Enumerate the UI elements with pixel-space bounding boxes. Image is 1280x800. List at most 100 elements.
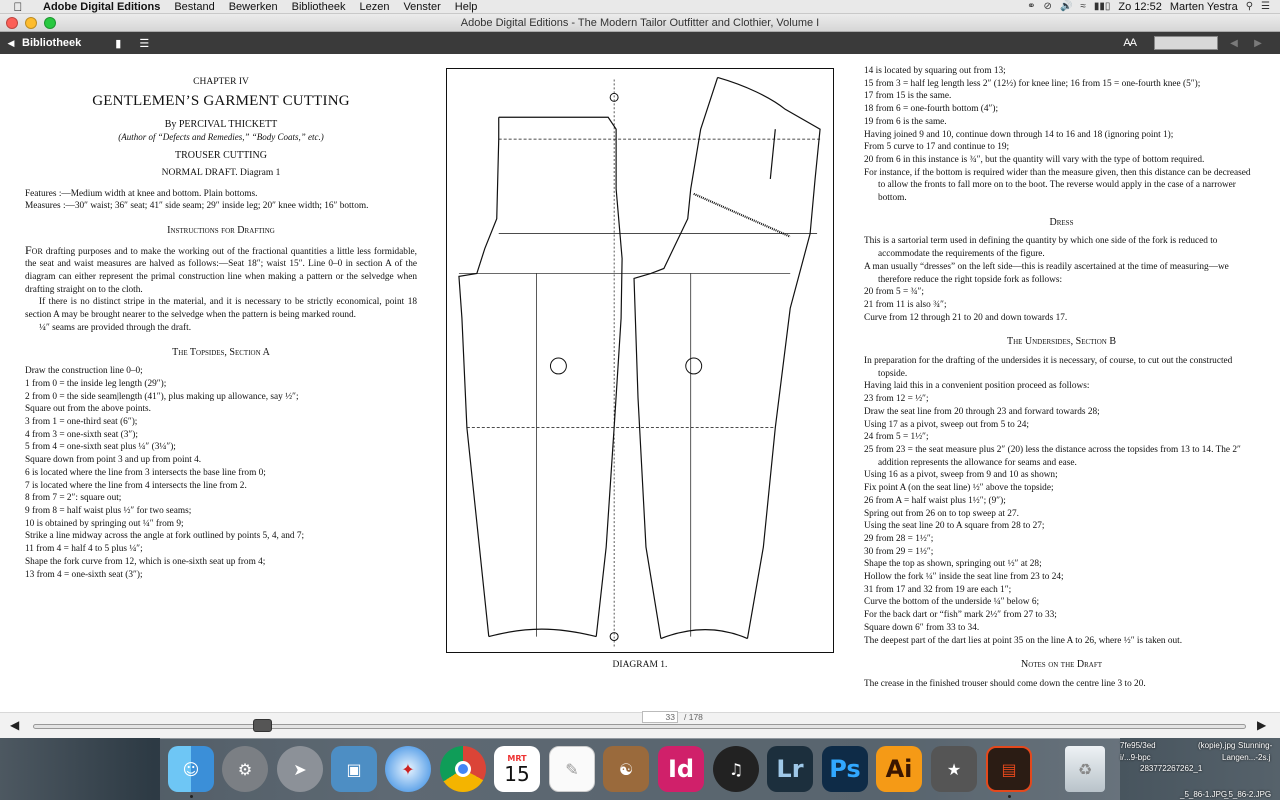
font-size-button[interactable]: AA [1123, 37, 1137, 49]
draft-step: Fix point A (on the seat line) ½″ above … [864, 483, 1054, 494]
back-to-library-icon[interactable]: ◀ [7, 37, 15, 48]
launchpad-icon[interactable]: ➤ [277, 746, 323, 792]
drop-cap: For [25, 242, 43, 257]
dashboard-icon[interactable]: ♫ [713, 746, 759, 792]
next-page-icon[interactable]: ▶ [1257, 718, 1267, 732]
spotlight-search-icon[interactable]: ⚲ [1245, 1, 1254, 12]
draft-step: Having joined 9 and 10, continue down th… [864, 129, 1174, 140]
apple-icon[interactable]:  [0, 0, 36, 14]
search-previous-icon[interactable]: ◀ [1230, 37, 1238, 49]
minimize-window-button[interactable] [25, 17, 37, 29]
page-slider-thumb[interactable] [253, 719, 273, 732]
page-slider-track[interactable] [33, 724, 1246, 729]
draft-step: 19 from 6 is the same. [864, 116, 947, 127]
draft-step: Square out from the above points. [25, 404, 151, 415]
menu-bewerken[interactable]: Bewerken [228, 0, 278, 13]
user-name[interactable]: Marten Yestra [1169, 0, 1238, 13]
draft-step: 6 is located where the line from 3 inter… [25, 467, 266, 478]
volume-icon[interactable]: 🔊 [1059, 1, 1073, 12]
status-area: ⚭ ⊘ 🔊 ≈ ▮▮▯ Zo 12:52 Marten Yestra ⚲ ☰ [1027, 1, 1280, 13]
desktop-file-label[interactable]: (kopie).jpg [1198, 741, 1236, 750]
draft-step: 20 from 6 in this instance is ¾″, but th… [864, 154, 1205, 165]
chrome-icon[interactable] [440, 746, 486, 792]
draft-step: Having laid this in a convenient positio… [864, 381, 1090, 392]
table-of-contents-icon[interactable]: ☰ [139, 37, 150, 50]
trash-icon[interactable]: ♻ [1065, 746, 1105, 792]
draft-step: 18 from 6 = one-fourth bottom (4″); [864, 104, 999, 115]
desktop-file-label[interactable]: i/...9-bpc [1120, 753, 1151, 762]
battery-icon[interactable]: ▮▮▯ [1093, 1, 1111, 12]
illustrator-icon[interactable]: Ai [876, 746, 922, 792]
diagram-caption: DIAGRAM 1. [612, 660, 668, 670]
digital-editions-icon[interactable]: ▤ [986, 746, 1032, 792]
textedit-icon[interactable]: ✎ [549, 746, 595, 792]
menu-bestand[interactable]: Bestand [174, 0, 215, 13]
draft-step: 15 from 3 = half leg length less 2″ (12½… [864, 78, 1201, 89]
intro-paragraph-2: If there is no distinct stripe in the ma… [25, 297, 417, 321]
wifi-icon[interactable]: ≈ [1080, 1, 1086, 12]
window-title-bar: Adobe Digital Editions - The Modern Tail… [0, 14, 1280, 32]
desktop-file-label[interactable]: Stunning- [1238, 741, 1273, 750]
menu-lezen[interactable]: Lezen [359, 0, 390, 13]
contacts-icon[interactable]: ☯ [603, 746, 649, 792]
calendar-day: 15 [504, 761, 530, 786]
library-button[interactable]: Bibliotheek [22, 37, 82, 49]
draft-step: 26 from A = half waist plus 1½″; (9″); [864, 495, 1006, 506]
menu-bibliotheek[interactable]: Bibliotheek [291, 0, 346, 13]
notification-center-icon[interactable]: ☰ [1261, 1, 1270, 12]
draft-step: Square down from point 3 and up from poi… [25, 455, 202, 466]
draft-step: From 5 curve to 17 and continue to 19; [864, 142, 1010, 153]
search-input[interactable] [1154, 36, 1218, 50]
previous-page-icon[interactable]: ◀ [10, 718, 20, 732]
topsides-heading: The Topsides, Section A [172, 346, 270, 358]
preview-icon[interactable]: ▣ [331, 746, 377, 792]
draft-step: 5 from 4 = one-sixth seat plus ¼″ (3¼″); [25, 442, 176, 453]
creative-cloud-icon[interactable]: ⚭ [1027, 1, 1036, 12]
menu-bar:  Adobe Digital Editions Bestand Bewerke… [0, 0, 1280, 14]
desktop-file-label[interactable]: Langen...-2s.j [1222, 753, 1271, 762]
draft-step: The deepest part of the dart lies at poi… [864, 635, 1183, 646]
page-navigation-bar: ◀ 33 / 178 ▶ [0, 711, 1280, 738]
notes-text: The crease in the finished trouser shoul… [864, 678, 1146, 689]
calendar-month: MRT [507, 753, 527, 763]
lightroom-icon[interactable]: Lr [767, 746, 813, 792]
desktop-file-label[interactable]: _5_86-2.JPG [1224, 790, 1272, 799]
trouser-pattern-diagram [446, 68, 834, 653]
draft-step: Shape the fork curve from 12, which is o… [25, 556, 266, 567]
safari-icon[interactable]: ✦ [385, 746, 431, 792]
right-column: 14 is located by squaring out from 13; 15… [864, 65, 1259, 691]
menu-venster[interactable]: Venster [403, 0, 441, 13]
draft-step: Curve the bottom of the underside ¼″ bel… [864, 597, 1040, 608]
draft-step: 29 from 28 = 1½″; [864, 533, 934, 544]
close-window-button[interactable] [6, 17, 18, 29]
finder-icon[interactable]: ☺ [168, 746, 214, 792]
draft-step: Strike a line midway across the angle at… [25, 531, 305, 542]
intro-paragraph-3: ¼″ seams are provided through the draft. [39, 322, 192, 333]
draft-step: Spring out from 26 on to top sweep at 27… [864, 508, 1019, 519]
draft-step: Draw the construction line 0–0; [25, 366, 143, 377]
desktop-file-label[interactable]: _5_86-1.JPG [1180, 790, 1228, 799]
desktop-file-label[interactable]: 7fe95/3ed [1120, 741, 1156, 750]
photoshop-icon[interactable]: Ps [822, 746, 868, 792]
zoom-window-button[interactable] [44, 17, 56, 29]
undersides-steps: In preparation for the drafting of the u… [864, 355, 1259, 647]
menu-help[interactable]: Help [454, 0, 478, 13]
draft-step: 20 from 5 = ¾″; [864, 287, 924, 298]
draft-step: 24 from 5 = 1½″; [864, 432, 929, 443]
window-title: Adobe Digital Editions - The Modern Tail… [460, 17, 820, 29]
current-page-input[interactable]: 33 [642, 711, 678, 723]
draft-step: 14 is located by squaring out from 13; [864, 66, 1006, 76]
search-next-icon[interactable]: ▶ [1254, 37, 1262, 49]
desktop-file-label[interactable]: 283772267262_1 [1140, 764, 1203, 773]
do-not-disturb-icon[interactable]: ⊘ [1043, 1, 1052, 12]
knee-bottom-steps: 14 is located by squaring out from 13; 15… [864, 65, 1259, 205]
image-capture-icon[interactable]: ★ [931, 746, 977, 792]
draft-step: Curve from 12 through 21 to 20 and down … [864, 312, 1068, 323]
menu-app-name[interactable]: Adobe Digital Editions [43, 0, 161, 13]
clock[interactable]: Zo 12:52 [1118, 0, 1162, 13]
system-preferences-icon[interactable]: ⚙ [222, 746, 268, 792]
pattern-drawing [458, 76, 821, 647]
bookmark-icon[interactable]: ▮ [115, 37, 122, 50]
indesign-icon[interactable]: Id [658, 746, 704, 792]
